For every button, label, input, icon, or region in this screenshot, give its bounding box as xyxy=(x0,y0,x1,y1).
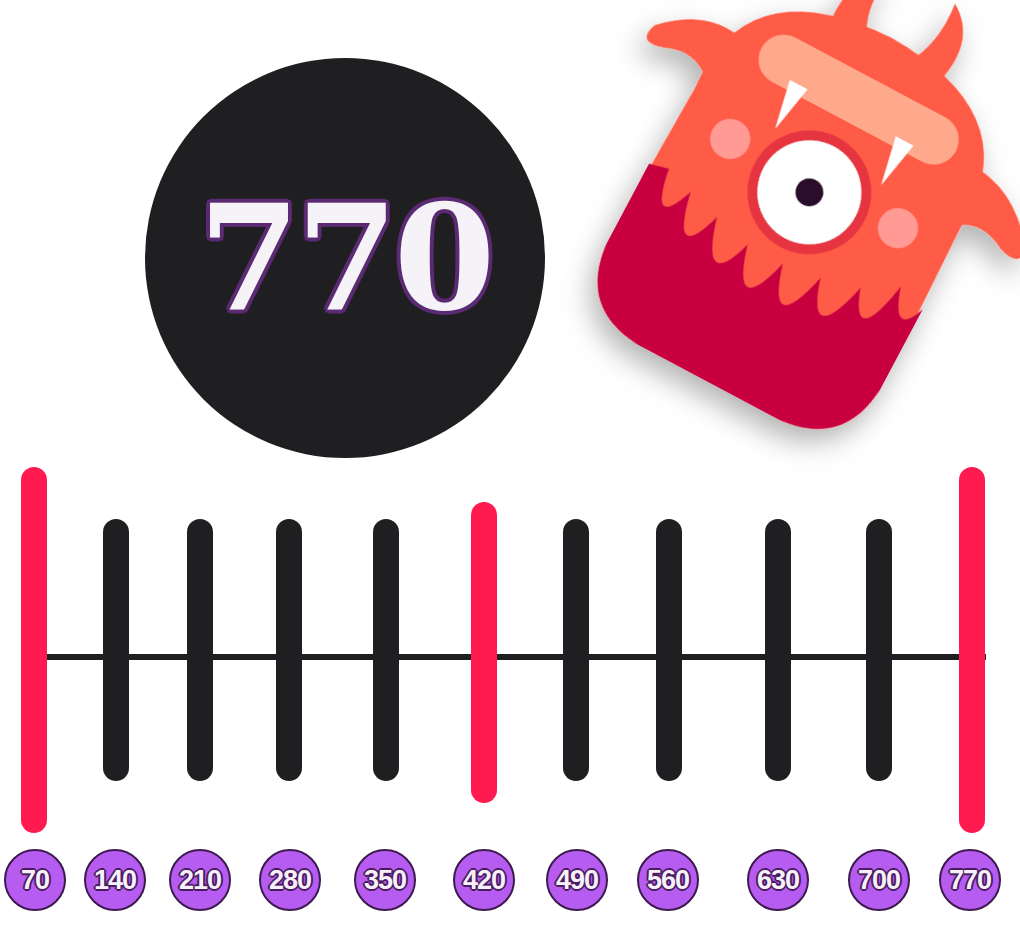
number-label: 210 xyxy=(179,867,221,894)
number-badge: 700 xyxy=(848,849,910,911)
number-label: 280 xyxy=(269,867,311,894)
monster xyxy=(516,0,1020,484)
number-label: 420 xyxy=(463,867,505,894)
number-badge: 770 xyxy=(939,849,1001,911)
number-badge: 70 xyxy=(4,849,66,911)
number-badge: 140 xyxy=(84,849,146,911)
number-badge: 210 xyxy=(169,849,231,911)
number-badge: 560 xyxy=(637,849,699,911)
number-badge: 280 xyxy=(259,849,321,911)
number-badge: 420 xyxy=(453,849,515,911)
number-label: 630 xyxy=(757,867,799,894)
number-label: 700 xyxy=(858,867,900,894)
number-label: 70 xyxy=(21,867,49,894)
number-label: 140 xyxy=(94,867,136,894)
number-disc: 770 xyxy=(145,58,545,458)
number-label: 350 xyxy=(364,867,406,894)
number-label: 490 xyxy=(556,867,598,894)
number-badge: 630 xyxy=(747,849,809,911)
number-badge: 350 xyxy=(354,849,416,911)
number-label: 560 xyxy=(647,867,689,894)
number-label: 770 xyxy=(949,867,991,894)
number-badge: 490 xyxy=(546,849,608,911)
number-line xyxy=(34,480,986,820)
number-label: 770 xyxy=(199,185,492,331)
